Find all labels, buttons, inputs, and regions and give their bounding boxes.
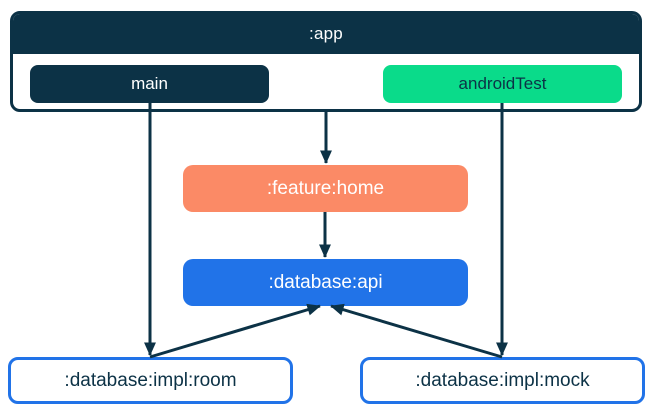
source-set-android-test: androidTest	[383, 65, 622, 103]
node-database-impl-mock-label: :database:impl:mock	[415, 369, 590, 391]
edge-database-impl-room-to-database-api	[149, 303, 321, 359]
source-set-main: main	[30, 65, 269, 103]
edge-database-impl-mock-to-database-api	[330, 303, 503, 359]
node-feature-home: :feature:home	[183, 165, 468, 212]
node-database-api-label: :database:api	[268, 271, 383, 293]
node-database-impl-mock: :database:impl:mock	[360, 357, 645, 404]
source-set-android-test-label: androidTest	[458, 74, 547, 93]
node-database-impl-room-label: :database:impl:room	[64, 369, 237, 391]
node-database-api: :database:api	[183, 259, 468, 306]
app-module-header: :app	[13, 14, 639, 54]
app-module-label: :app	[309, 24, 343, 43]
source-set-main-label: main	[131, 74, 168, 93]
node-feature-home-label: :feature:home	[266, 177, 385, 199]
node-database-impl-room: :database:impl:room	[8, 357, 293, 404]
